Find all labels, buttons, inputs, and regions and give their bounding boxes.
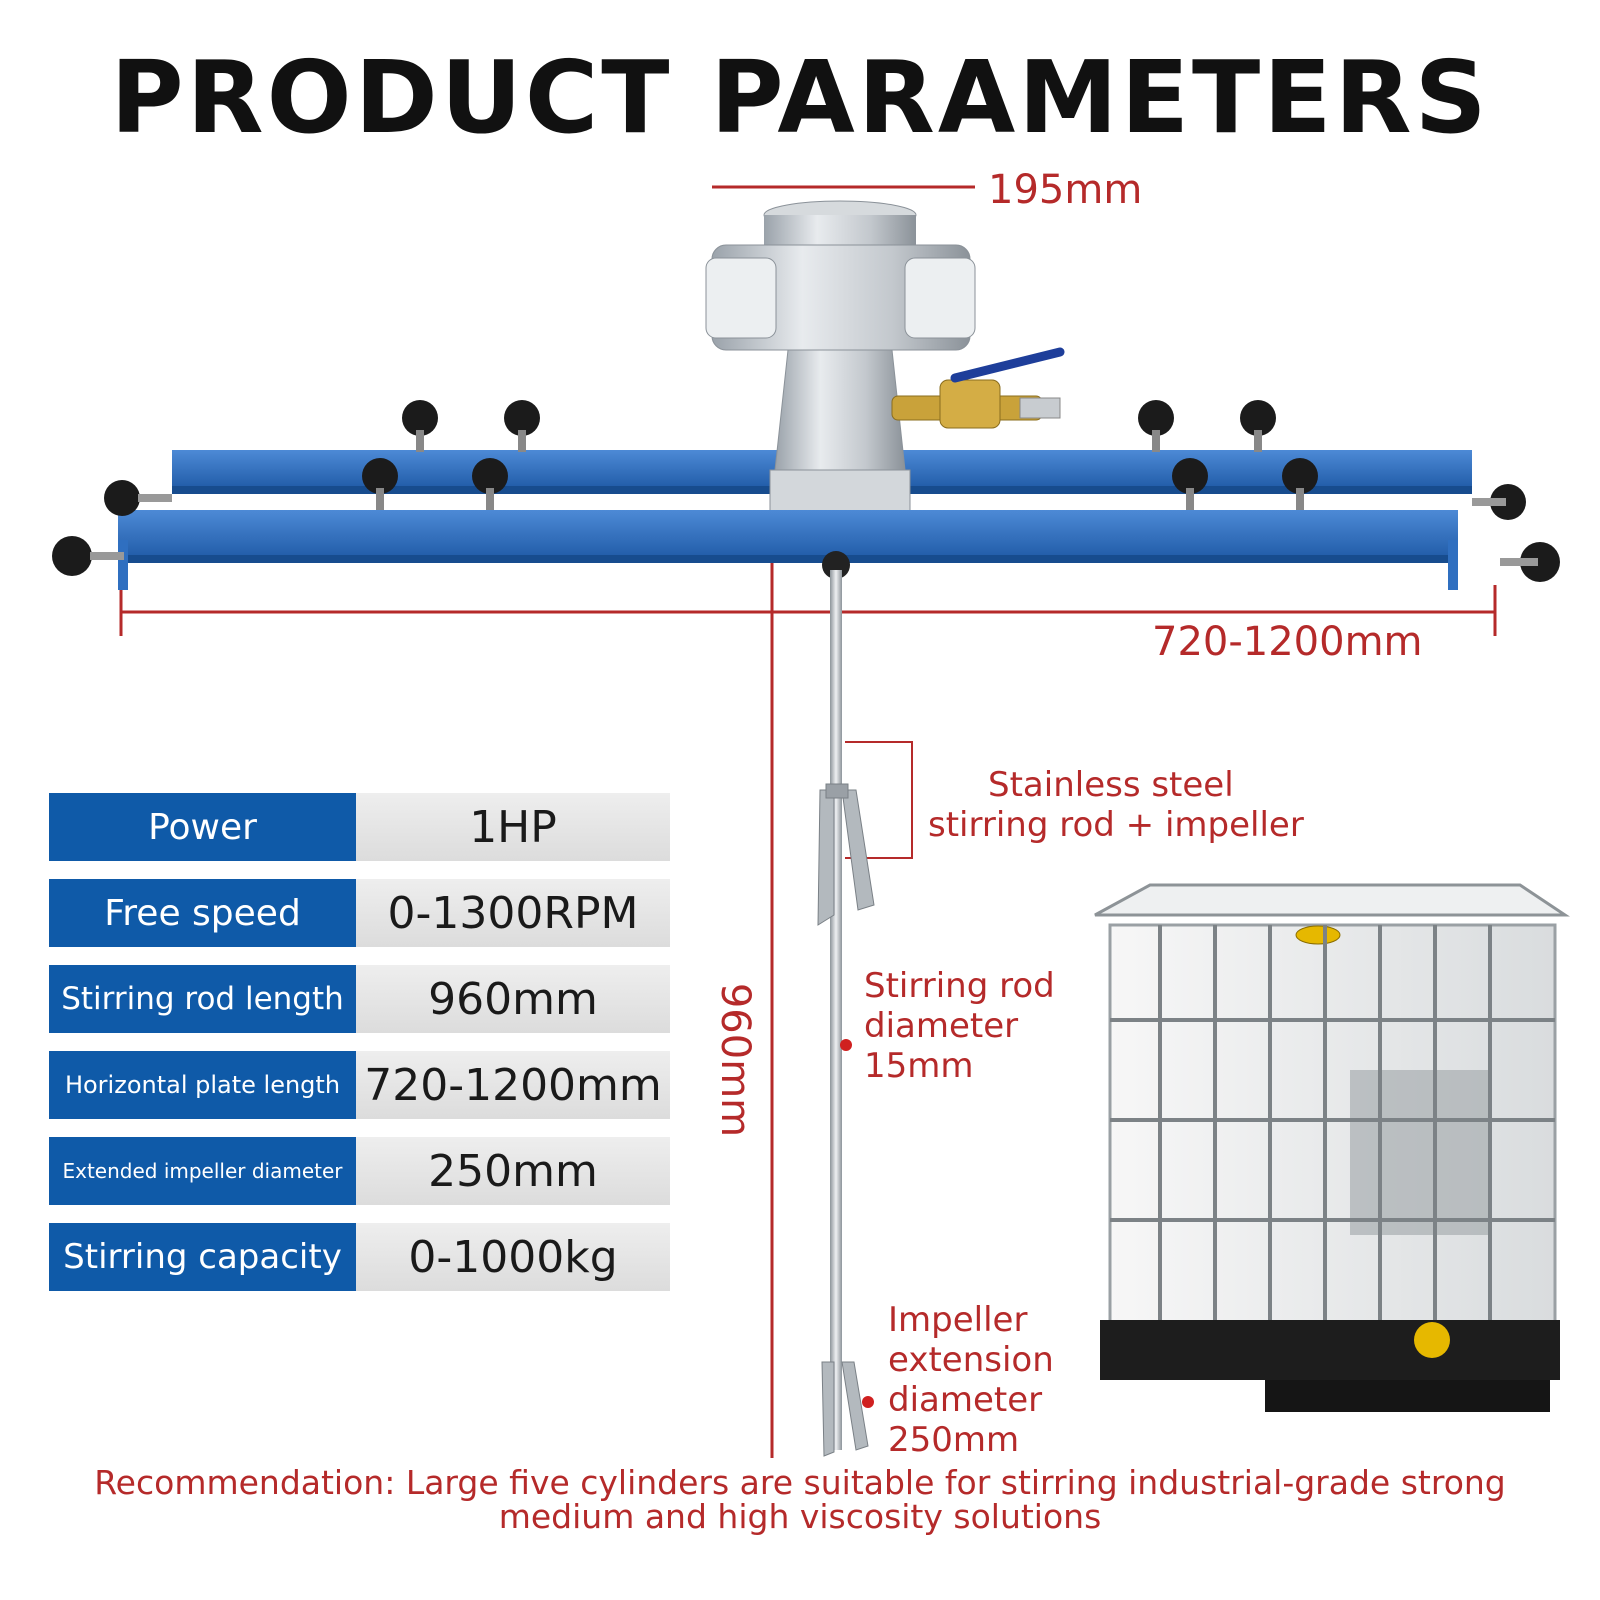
ball-valve (891, 347, 1065, 429)
callout-impeller-extension: Impeller extension diameter 250mm (888, 1300, 1108, 1460)
rod-impeller-bracket (845, 741, 913, 859)
ibc-tote-tank (1094, 883, 1570, 1412)
plate-length-label: 720-1200mm (1152, 619, 1423, 665)
spec-label: Stirring capacity (49, 1223, 356, 1291)
spec-row-power: Power 1HP (49, 793, 670, 861)
spec-row-impeller-diameter: Extended impeller diameter 250mm (49, 1137, 670, 1205)
spec-row-plate-length: Horizontal plate length 720-1200mm (49, 1051, 670, 1119)
spec-row-rod-length: Stirring rod length 960mm (49, 965, 670, 1033)
rod-length-label: 960mm (712, 982, 758, 1138)
callout-rod-impeller: Stainless steel stirring rod + impeller (928, 765, 1328, 845)
clamp-knobs (52, 400, 1560, 582)
spec-row-capacity: Stirring capacity 0-1000kg (49, 1223, 670, 1291)
plate-length-dimension-line (119, 585, 1497, 636)
callout-rod-diameter-line3: 15mm (864, 1046, 974, 1086)
callout-impeller-extension-line2: extension (888, 1340, 1054, 1380)
page-title: PRODUCT PARAMETERS (110, 39, 1490, 156)
lower-impeller (821, 1361, 869, 1457)
callout-rod-diameter: Stirring rod diameter 15mm (864, 966, 1104, 1086)
callout-rod-diameter-line1: Stirring rod (864, 966, 1055, 1006)
spec-label: Stirring rod length (49, 965, 356, 1033)
recommendation-line1: Recommendation: Large five cylinders are… (94, 1463, 1506, 1502)
front-crossbar (118, 510, 1458, 590)
spec-label: Extended impeller diameter (49, 1137, 356, 1205)
callout-rod-diameter-line2: diameter (864, 1006, 1019, 1046)
motor-width-label: 195mm (988, 167, 1143, 213)
upper-impeller (817, 783, 875, 926)
spec-row-free-speed: Free speed 0-1300RPM (49, 879, 670, 947)
callout-dots (840, 1039, 874, 1408)
recommendation-line2: medium and high viscosity solutions (498, 1497, 1102, 1536)
recommendation-note: Recommendation: Large five cylinders are… (0, 1466, 1600, 1534)
callout-impeller-extension-line4: 250mm (888, 1420, 1020, 1460)
callout-impeller-extension-line1: Impeller (888, 1300, 1028, 1340)
spec-label: Free speed (49, 879, 356, 947)
spec-label: Power (49, 793, 356, 861)
stirring-rod (822, 551, 850, 1450)
callout-impeller-extension-line3: diameter (888, 1380, 1043, 1420)
callout-rod-impeller-line1: Stainless steel (988, 765, 1234, 805)
spec-value: 250mm (356, 1137, 670, 1205)
spec-value: 960mm (356, 965, 670, 1033)
spec-label: Horizontal plate length (49, 1051, 356, 1119)
spec-value: 720-1200mm (356, 1051, 670, 1119)
air-motor (705, 200, 976, 519)
spec-value: 0-1000kg (356, 1223, 670, 1291)
callout-rod-impeller-line2: stirring rod + impeller (928, 805, 1304, 845)
spec-value: 0-1300RPM (356, 879, 670, 947)
spec-value: 1HP (356, 793, 670, 861)
